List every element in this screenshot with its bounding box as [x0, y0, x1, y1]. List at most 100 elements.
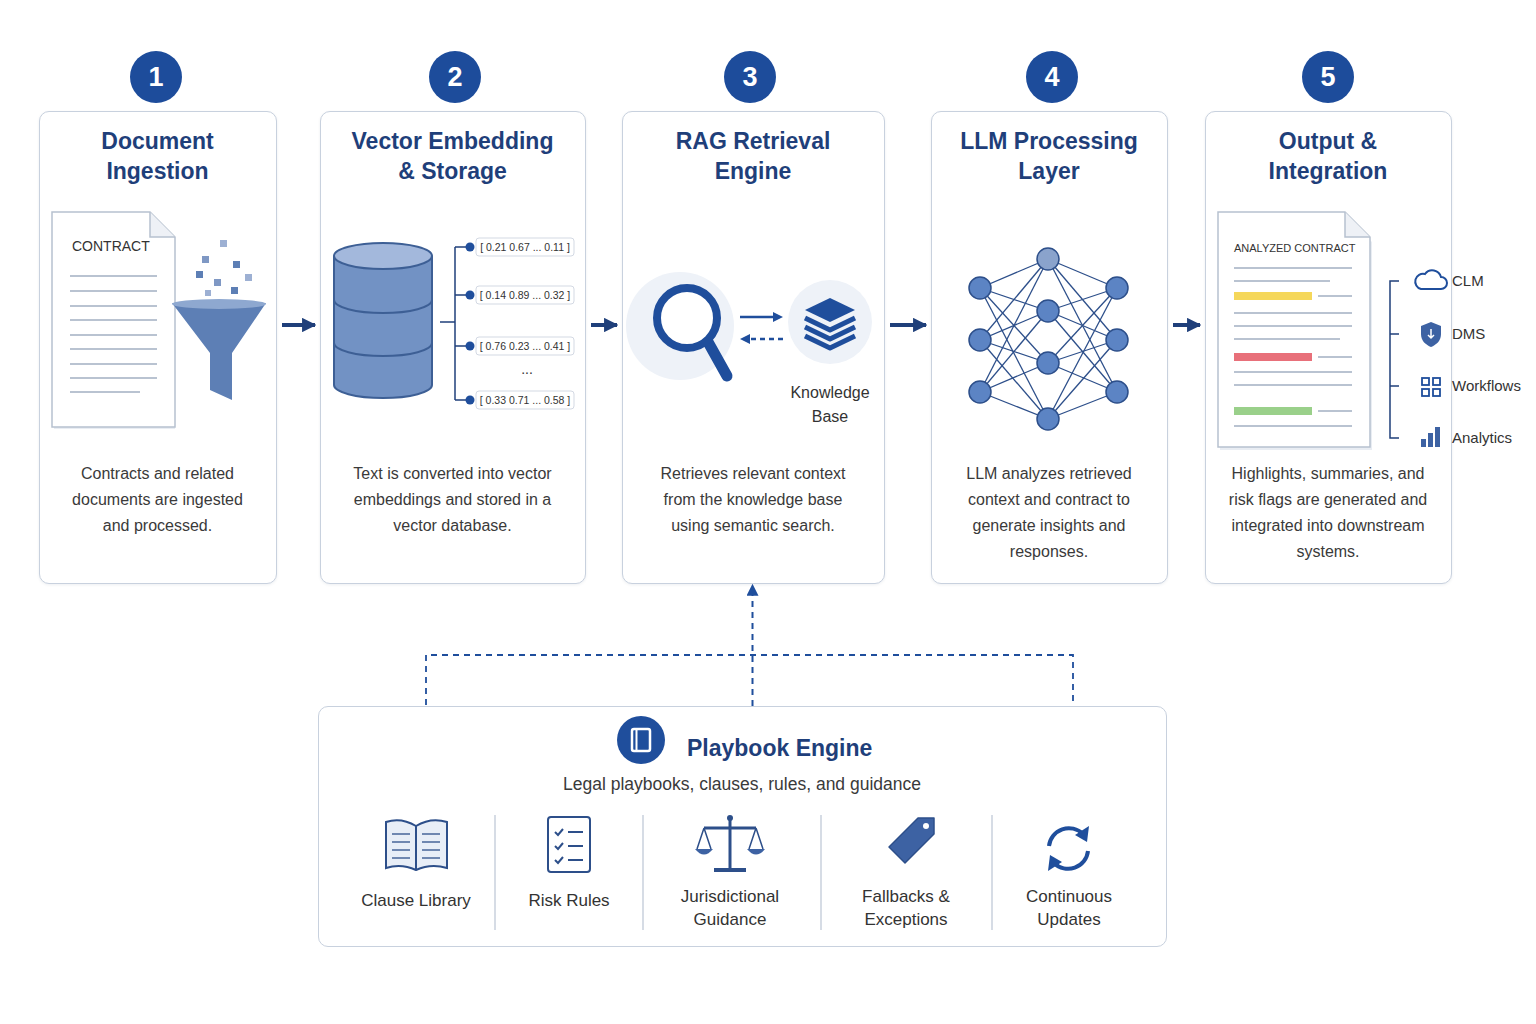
text-line: [70, 290, 157, 292]
vector-chip: [476, 337, 574, 355]
network-link: [1048, 392, 1117, 419]
text-line: [392, 857, 410, 858]
network-node: [1037, 248, 1059, 270]
badge-circle: [429, 51, 481, 103]
text-line: [1234, 338, 1340, 340]
shield-icon: [1421, 322, 1441, 347]
item-dividers: [495, 815, 992, 930]
data-pixel: [245, 274, 252, 281]
data-pixel: [220, 240, 227, 247]
text-line: [70, 391, 140, 393]
text-line: [70, 334, 157, 336]
step-title: Vector Embedding & Storage: [350, 126, 555, 186]
text-line: [70, 348, 157, 350]
network-link: [980, 259, 1048, 288]
text-line: [1318, 356, 1352, 358]
process-box: Document IngestionContracts and related …: [39, 111, 277, 584]
scale-top: [727, 815, 733, 821]
text-line: [70, 363, 157, 365]
step-title: Document Ingestion: [68, 126, 248, 186]
step-title: RAG Retrieval Engine: [663, 126, 843, 186]
network-link: [980, 259, 1048, 392]
playbook-icon: [617, 716, 665, 764]
vector-dots: [466, 243, 475, 405]
vector-chip: [476, 391, 574, 409]
dashed-feed-arrow: [752, 585, 754, 706]
data-pixel: [202, 256, 209, 263]
funnel-icon: [172, 240, 266, 400]
network-link: [1048, 363, 1117, 392]
database-icon: [334, 243, 432, 398]
result-arrow: [748, 338, 783, 341]
check-line: [568, 859, 583, 861]
check-line: [568, 845, 583, 847]
scale-pan: [747, 849, 765, 855]
knowledge-base-icon: [788, 280, 872, 364]
feed-branch-line: [426, 655, 1073, 705]
database-ring: [334, 343, 432, 356]
check-mark: [555, 843, 563, 849]
text-line: [422, 833, 440, 834]
magnifier-ring: [657, 288, 717, 348]
icon-badge: [617, 716, 665, 764]
bracket-line: [1390, 385, 1399, 387]
scales-icon: [695, 815, 765, 870]
divider-line: [642, 815, 644, 930]
scale-base: [714, 868, 746, 872]
tag-shape: [889, 818, 934, 863]
refresh-arc: [1049, 828, 1083, 846]
network-node: [1037, 352, 1059, 374]
chart-bar: [1421, 439, 1426, 447]
process-box: Output & IntegrationHighlights, summarie…: [1205, 111, 1452, 584]
playbook-panel: Playbook EngineLegal playbooks, clauses,…: [318, 706, 1167, 947]
step-number-badge: 4: [1026, 51, 1078, 103]
highlight-yellow: [1234, 292, 1312, 300]
network-link: [1048, 259, 1117, 288]
text-line: [392, 849, 410, 850]
book-spine: [415, 826, 417, 870]
step-number: 4: [1026, 51, 1078, 103]
database-top: [334, 243, 432, 269]
funnel-body: [172, 303, 266, 400]
text-line: [392, 841, 410, 842]
vector-dot: [466, 291, 475, 300]
tag-icon: [889, 818, 934, 863]
refresh-arc: [1054, 851, 1088, 869]
funnel-rim: [172, 299, 266, 309]
network-node: [969, 329, 991, 351]
book-spine: [636, 729, 638, 751]
database-ring: [334, 300, 432, 313]
data-pixel: [231, 287, 238, 294]
text-line: [1234, 280, 1330, 282]
chart-bar: [1435, 427, 1440, 447]
data-pixel: [233, 261, 240, 268]
network-node: [1106, 381, 1128, 403]
network-link: [1048, 288, 1117, 419]
tag-hole: [923, 823, 929, 829]
network-node: [969, 381, 991, 403]
document-lines: [1234, 268, 1352, 426]
network-link: [980, 340, 1048, 363]
text-line: [70, 377, 157, 379]
label-text: DMS: [1452, 325, 1532, 343]
text-line: [70, 275, 157, 277]
divider-line: [494, 815, 496, 930]
checklist-sheet: [548, 817, 590, 872]
network-node: [969, 277, 991, 299]
network-node: [1106, 329, 1128, 351]
highlight-red: [1234, 353, 1312, 361]
refresh-icon: [1048, 826, 1089, 871]
document-shadow: [1220, 215, 1372, 450]
network-node: [1106, 277, 1128, 299]
arrow-head: [1075, 826, 1089, 842]
text-line: [1234, 425, 1352, 427]
data-pixel: [214, 279, 221, 286]
bracket-line: [455, 345, 468, 347]
document-fold: [1345, 212, 1370, 237]
text-line: [70, 305, 157, 307]
stack-layer: [805, 298, 855, 322]
flow-arrow: [1173, 323, 1200, 327]
stack-layer: [805, 318, 855, 330]
network-link: [980, 288, 1048, 419]
